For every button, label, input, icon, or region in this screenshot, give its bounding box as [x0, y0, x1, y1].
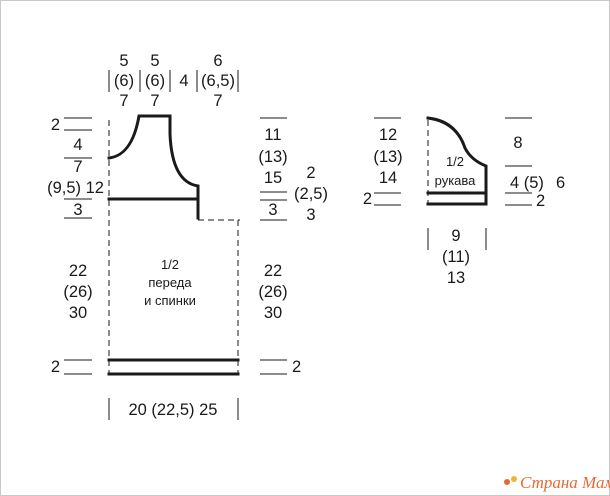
body-label-front: переда — [148, 275, 192, 290]
body-bottom-width: 20 (22,5) 25 — [129, 401, 218, 419]
body-label-back: и спинки — [144, 293, 196, 308]
left-shoulder-height: 2 — [51, 116, 60, 134]
top-width-4-a: 6 — [213, 52, 222, 70]
left-main-height-a: 22 — [69, 262, 87, 280]
left-armhole-bottom: 3 — [73, 201, 82, 219]
right-bindoff-a: 2 — [306, 164, 315, 182]
left-armhole-height: (9,5) 12 — [47, 179, 104, 197]
right-armhole-bottom: 3 — [268, 201, 277, 219]
body-outline — [107, 114, 240, 376]
sleeve-bottom-width-b: (11) — [442, 248, 470, 266]
top-width-3: 4 — [179, 72, 188, 90]
top-width-1-a: 5 — [119, 52, 128, 70]
top-width-2: 5 (6) 7 — [145, 52, 165, 110]
sleeve-rib-height: 2 — [363, 190, 372, 208]
sleeve-side-height: 4 (5) — [510, 174, 544, 192]
sleeve-bottom-ticks — [427, 228, 487, 250]
sleeve-label-text: рукава — [435, 173, 477, 188]
left-neck-height-b: 7 — [73, 158, 82, 176]
sleeve-outline — [426, 116, 488, 206]
left-rib-height: 2 — [51, 358, 60, 376]
right-armhole-height: 15 — [264, 169, 282, 187]
watermark-text: Страна Мам — [520, 473, 610, 492]
sleeve-bottom-width-a: 9 — [451, 227, 460, 245]
right-main-height-b: (26) — [258, 283, 287, 301]
right-height-ticks — [260, 117, 287, 375]
top-width-2-c: 7 — [150, 92, 159, 110]
right-upper-height-b: (13) — [258, 148, 287, 166]
right-bindoff-b: (2,5) — [294, 185, 328, 203]
sleeve-left-ticks — [374, 117, 401, 206]
sleeve-left-height-c: 14 — [379, 169, 397, 187]
body-label: 1/2 переда и спинки — [144, 257, 196, 308]
right-upper-height-a: 11 — [264, 126, 281, 144]
top-width-2-b: (6) — [145, 72, 165, 90]
top-width-ticks — [108, 70, 239, 92]
sleeve-left-height-b: (13) — [373, 148, 402, 166]
top-width-1-b: (6) — [114, 72, 134, 90]
right-bindoff-c: 3 — [306, 206, 315, 224]
sleeve-side-total: 6 — [556, 174, 565, 192]
right-main-height-a: 22 — [264, 262, 282, 280]
left-neck-height-a: 4 — [73, 136, 82, 154]
body-piece: 5 (6) 7 5 (6) 7 4 6 (6,5) 7 2 4 7 (9,5) … — [47, 52, 328, 420]
top-width-2-a: 5 — [150, 52, 159, 70]
top-width-4-b: (6,5) — [201, 72, 235, 90]
left-main-height-b: (26) — [63, 283, 92, 301]
top-width-4: 6 (6,5) 7 — [201, 52, 235, 110]
sleeve-label-fraction: 1/2 — [446, 154, 464, 169]
sleeve-left-height-a: 12 — [379, 126, 397, 144]
left-main-height-c: 30 — [69, 304, 87, 322]
watermark-logo: Страна Мам — [504, 473, 610, 492]
sleeve-piece: 12 (13) 14 2 1/2 рукава 8 4 (5) 6 2 9 — [363, 116, 565, 287]
sleeve-label: 1/2 рукава — [435, 154, 477, 188]
left-height-ticks — [64, 117, 92, 375]
body-label-fraction: 1/2 — [161, 257, 179, 272]
sleeve-right-ticks — [505, 117, 532, 206]
top-width-1-c: 7 — [119, 92, 128, 110]
right-rib-height: 2 — [292, 358, 301, 376]
right-main-height-c: 30 — [264, 304, 282, 322]
sleeve-right-rib-height: 2 — [536, 192, 545, 210]
bottom-width-ticks — [108, 398, 239, 420]
top-width-1: 5 (6) 7 — [114, 52, 134, 110]
top-width-4-c: 7 — [213, 92, 222, 110]
sleeve-bottom-width-c: 13 — [447, 269, 465, 287]
sleeve-cap-height: 8 — [513, 134, 522, 152]
